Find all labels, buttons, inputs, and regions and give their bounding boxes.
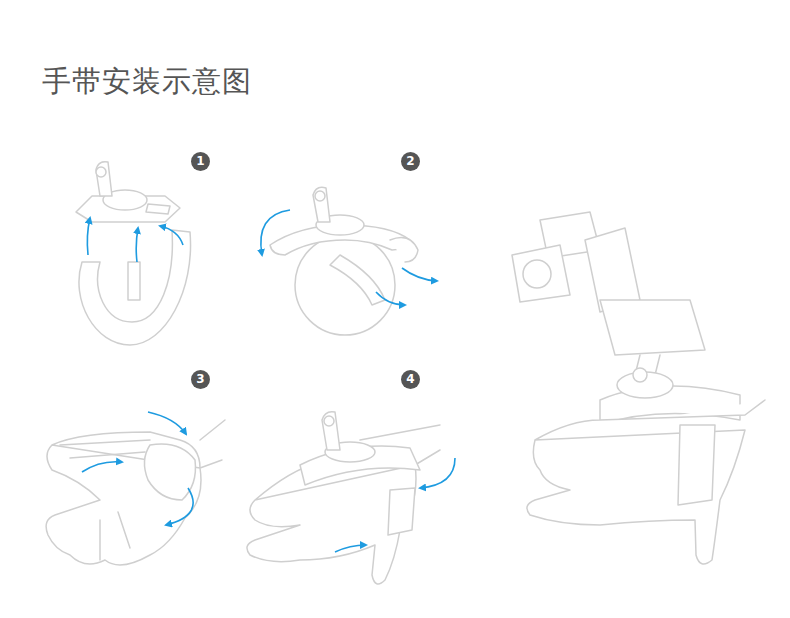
callout-number: 1: [191, 152, 210, 171]
callout-number: 2: [401, 152, 420, 171]
callout-number: 4: [401, 370, 420, 389]
callout-number: 3: [191, 370, 210, 389]
title: 手带安装示意图: [42, 62, 252, 102]
